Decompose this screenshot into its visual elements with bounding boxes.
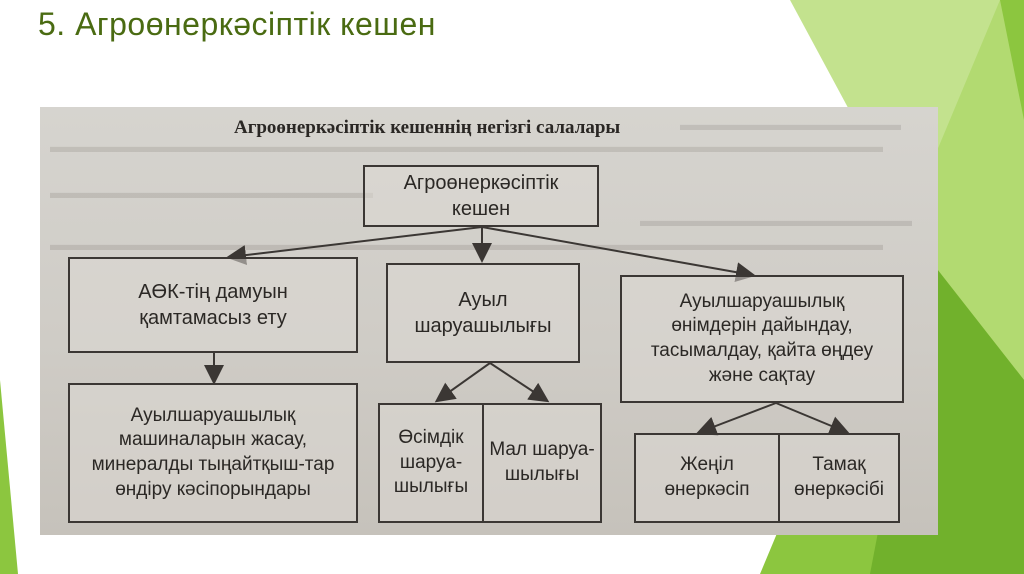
ghost-text: ▬▬▬▬▬▬▬▬▬▬▬▬▬▬▬▬▬▬▬ <box>50 183 373 202</box>
cell-light-industry: Жеңіл өнеркәсіп <box>636 435 780 521</box>
diagram-connectors <box>204 226 850 436</box>
box-machinery-label: Ауылшаруашылық машиналарын жасау, минера… <box>91 404 335 500</box>
cell-food-industry: Тамақ өнеркәсібі <box>780 435 898 521</box>
ghost-text: ▬▬▬▬▬▬▬▬▬▬▬▬▬▬▬▬ <box>640 211 912 230</box>
cell-light-industry-label: Жеңіл өнеркәсіп <box>664 454 750 500</box>
ghost-text: ▬▬▬▬▬▬▬▬▬▬▬▬▬▬▬▬▬▬▬▬▬▬▬▬▬▬▬▬▬▬▬▬▬▬▬▬▬▬▬▬… <box>50 137 883 156</box>
box-agriculture: Ауыл шаруашылығы <box>386 263 580 363</box>
cell-livestock-label: Мал шаруа-шылығы <box>489 439 595 485</box>
arrow-root-to-left <box>226 226 483 266</box>
arrow-right-to-a <box>696 402 777 436</box>
green-corner-left <box>0 380 18 574</box>
cell-crop-farming: Өсімдік шаруа-шылығы <box>380 405 484 521</box>
box-processing-label: Ауылшаруашылық өнімдерін дайындау, тасым… <box>650 290 874 386</box>
diagram-heading: Агроөнеркәсіптік кешеннің негізгі салала… <box>234 117 621 138</box>
box-aok-development: АӨК-тің дамуын қамтамасыз ету <box>68 257 358 353</box>
diagram-photo: ▬▬▬▬▬▬▬▬▬▬▬▬▬ ▬▬▬▬▬▬▬▬▬▬▬▬▬▬▬▬▬▬▬▬▬▬▬▬▬▬… <box>40 107 938 535</box>
root-label: Агроөнеркәсіптік кешен <box>403 172 559 220</box>
cell-food-industry-label: Тамақ өнеркәсібі <box>794 454 884 500</box>
box-agriculture-label: Ауыл шаруашылығы <box>414 289 552 337</box>
cell-livestock: Мал шаруа-шылығы <box>484 405 600 521</box>
cell-crop-farming-label: Өсімдік шаруа-шылығы <box>393 426 469 498</box>
arrow-right-to-b <box>775 402 850 436</box>
box-agri-branches: Өсімдік шаруа-шылығы Мал шаруа-шылығы <box>378 403 602 523</box>
box-machinery: Ауылшаруашылық машиналарын жасау, минера… <box>68 383 358 523</box>
arrow-center-to-a <box>434 362 491 403</box>
arrow-root-to-right <box>481 226 756 283</box>
box-aok-development-label: АӨК-тің дамуын қамтамасыз ету <box>138 281 288 329</box>
arrow-center-to-b <box>489 362 550 403</box>
root-box: Агроөнеркәсіптік кешен <box>363 165 599 227</box>
ghost-text: ▬▬▬▬▬▬▬▬▬▬▬▬▬▬▬▬▬▬▬▬▬▬▬▬▬▬▬▬▬▬▬▬▬▬▬▬▬▬▬▬… <box>50 235 883 254</box>
box-processing: Ауылшаруашылық өнімдерін дайындау, тасым… <box>620 275 904 403</box>
ghost-text: ▬▬▬▬▬▬▬▬▬▬▬▬▬ <box>680 115 901 134</box>
box-industries: Жеңіл өнеркәсіп Тамақ өнеркәсібі <box>634 433 900 523</box>
slide-title: 5. Агроөнеркәсіптік кешен <box>38 6 436 42</box>
